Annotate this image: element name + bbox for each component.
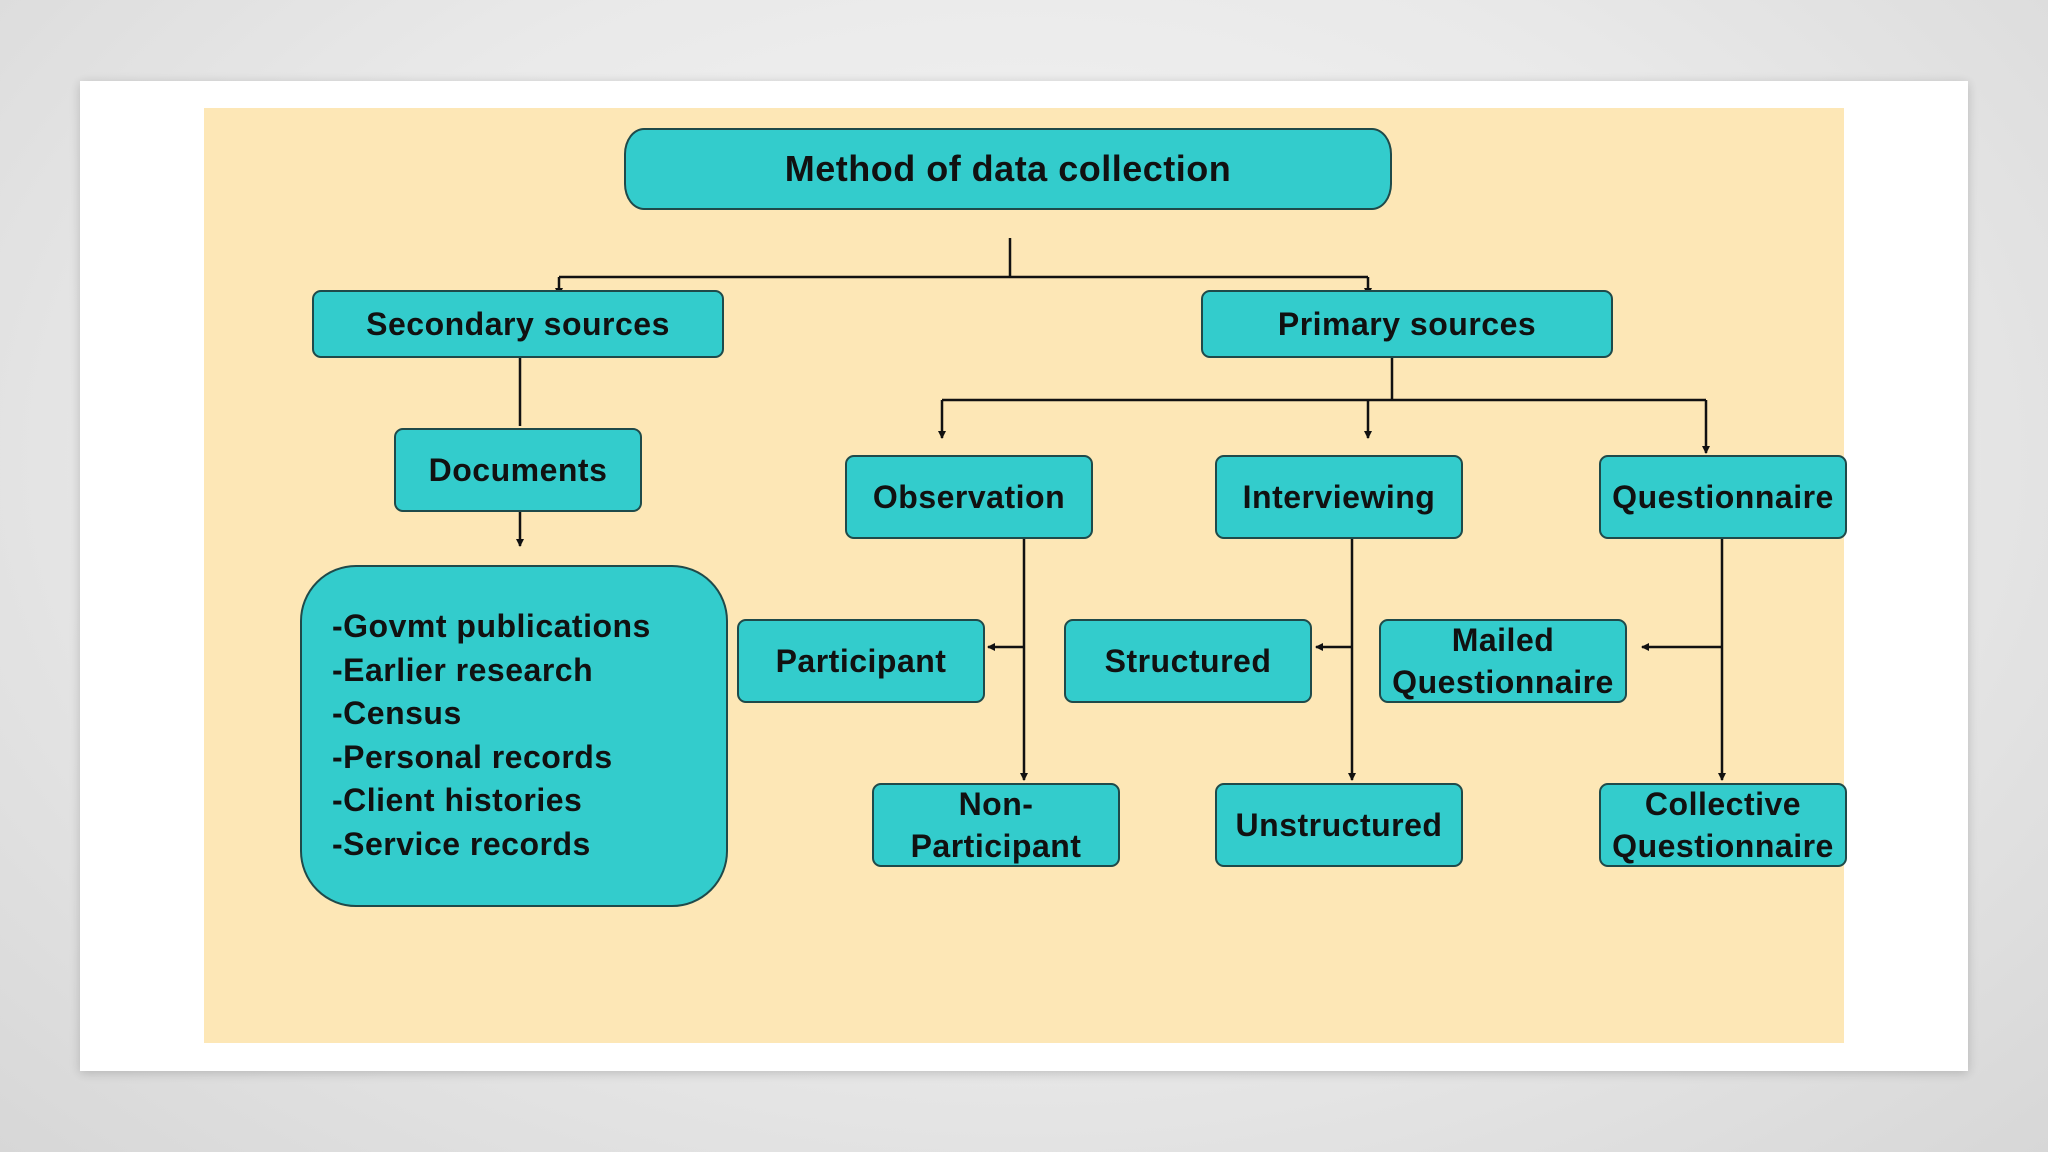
document-source-list: -Govmt publications -Earlier research -C… [332,605,651,866]
node-label: Observation [872,479,1066,515]
node-observation: Observation [845,455,1093,539]
node-label: Structured [1104,643,1272,679]
node-label: Participant [775,643,947,679]
node-structured: Structured [1064,619,1312,703]
node-label: Mailed Questionnaire [1392,619,1614,703]
node-label-line: Questionnaire [1612,828,1834,864]
connector-lines [516,238,1726,781]
node-documents: Documents [394,428,642,512]
node-non-participant: Non- Participant [872,783,1120,867]
node-primary-sources: Primary sources [1201,290,1613,358]
node-interviewing: Interviewing [1215,455,1463,539]
node-label: Non- Participant [911,783,1082,867]
node-label-line: Questionnaire [1392,664,1614,700]
node-label: Primary sources [1277,306,1537,342]
node-label: Collective Questionnaire [1612,783,1834,867]
node-label-line: Non- [958,786,1034,822]
node-questionnaire: Questionnaire [1599,455,1847,539]
node-secondary-sources: Secondary sources [312,290,724,358]
list-item: -Govmt publications [332,608,651,644]
node-label-line: Collective [1644,786,1802,822]
list-item: -Personal records [332,738,613,775]
node-collective-questionnaire: Collective Questionnaire [1599,783,1847,867]
node-method-of-data-collection: Method of data collection [624,128,1392,210]
node-secondary-documents-list: -Govmt publications -Earlier research -C… [300,565,728,907]
node-label: Interviewing [1242,479,1436,515]
node-label-line: Participant [910,828,1082,864]
list-item: -Client histories [332,782,583,818]
node-label-line: Mailed [1451,622,1555,658]
node-label: Questionnaire [1612,479,1834,515]
diagram-panel: Method of data collection Secondary sour… [204,108,1847,1043]
node-label: Documents [428,452,608,488]
list-item: -Earlier research [332,651,594,688]
node-participant: Participant [737,619,985,703]
node-label: Method of data collection [784,148,1232,189]
node-mailed-questionnaire: Mailed Questionnaire [1379,619,1627,703]
node-label: Unstructured [1235,807,1443,843]
slide: Method of data collection Secondary sour… [80,81,1968,1071]
list-item: -Census [332,695,462,731]
node-unstructured: Unstructured [1215,783,1463,867]
list-item: -Service records [332,825,591,862]
node-label: Secondary sources [366,306,670,342]
